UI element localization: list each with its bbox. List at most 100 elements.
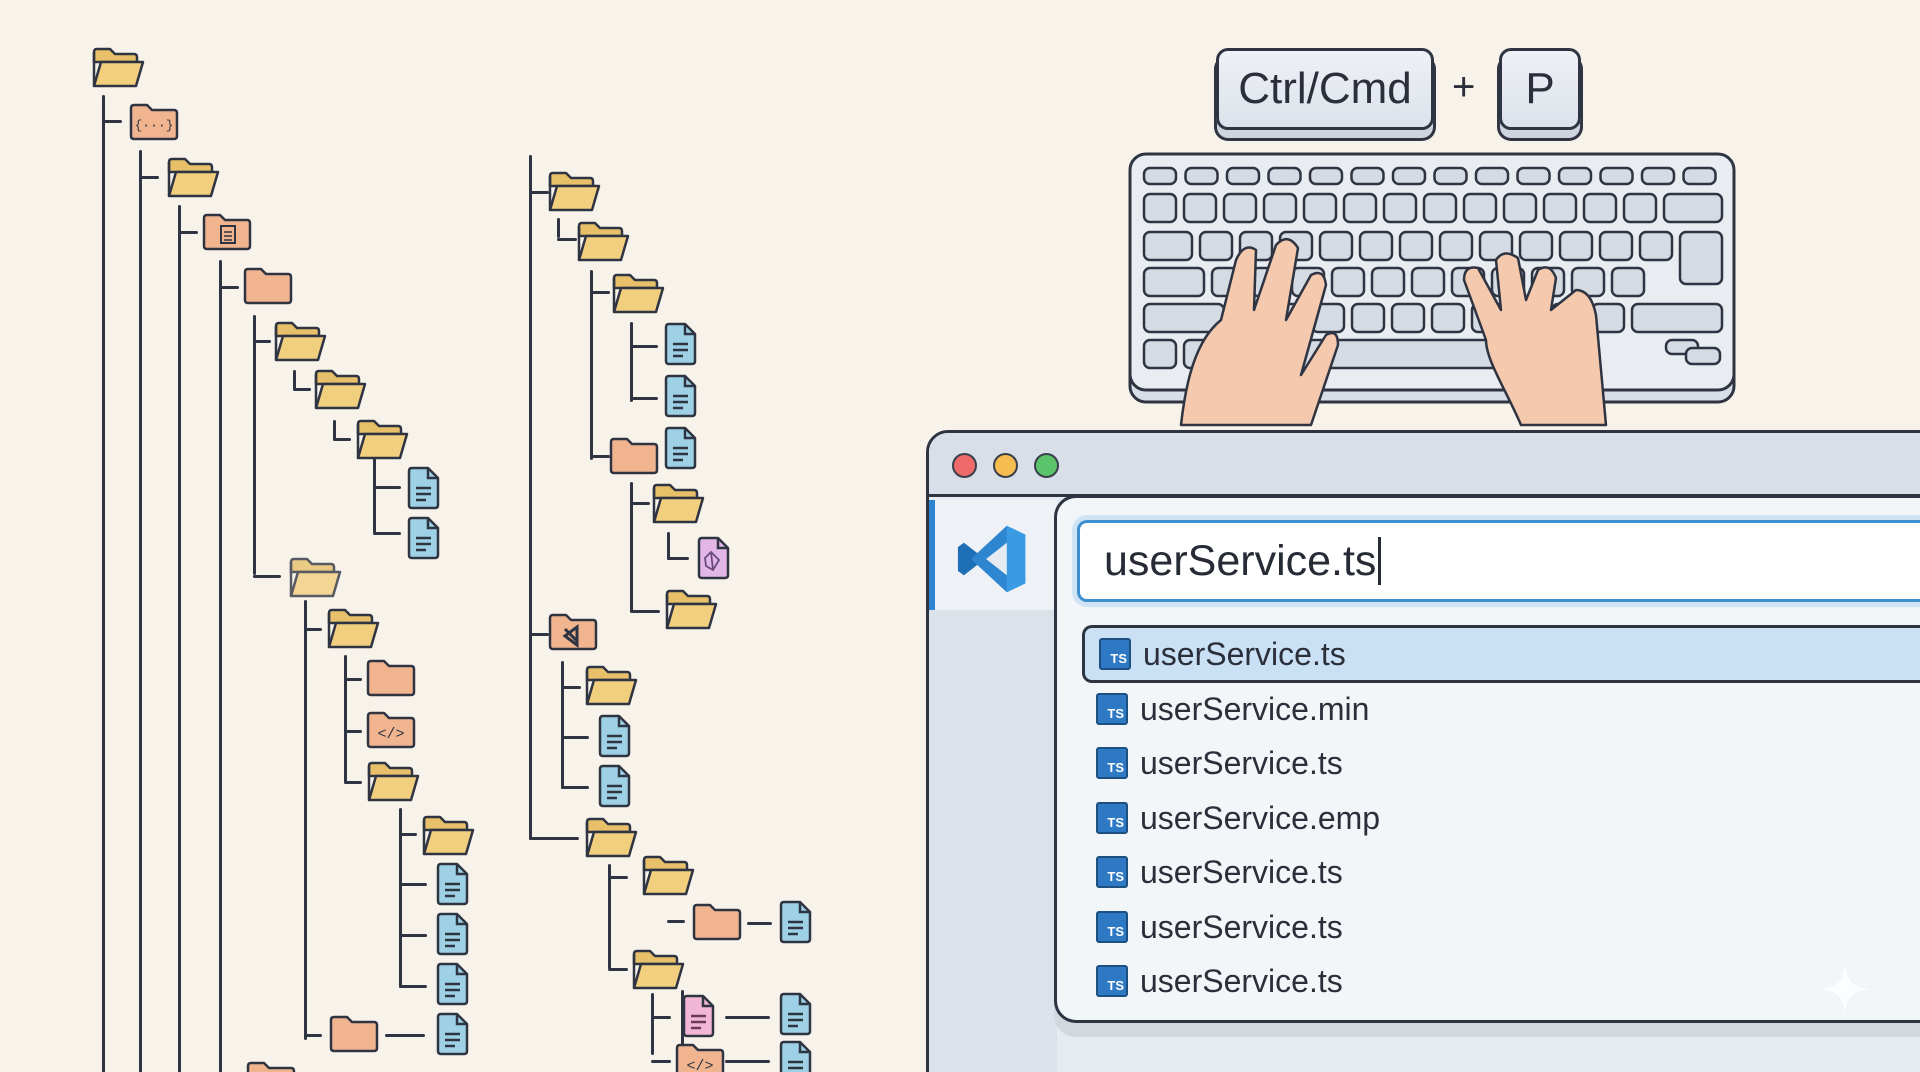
close-button[interactable]	[952, 453, 977, 478]
keyboard-key	[1516, 166, 1551, 186]
file-image-icon[interactable]	[695, 536, 731, 580]
file-icon[interactable]	[777, 1040, 813, 1072]
keyboard-key	[1599, 166, 1634, 186]
folder-open-icon[interactable]	[287, 556, 343, 600]
keyboard-key	[1430, 302, 1466, 334]
keyboard-key	[1370, 266, 1406, 298]
vscode-logo-icon[interactable]	[955, 522, 1029, 596]
file-icon[interactable]	[434, 912, 470, 956]
keyboard-key	[1198, 230, 1234, 262]
keyboard-key	[1630, 302, 1724, 334]
keyboard-key	[1410, 266, 1446, 298]
folder-open-icon[interactable]	[325, 607, 381, 651]
folder-open-icon[interactable]	[650, 482, 706, 526]
svg-text:</>: </>	[377, 726, 404, 743]
plus-sign: +	[1452, 65, 1476, 109]
folder-document-icon[interactable]	[201, 212, 253, 252]
file-icon[interactable]	[662, 374, 698, 418]
folder-open-icon[interactable]	[272, 320, 328, 364]
folder-icon[interactable]	[608, 436, 660, 476]
svg-text:</>: </>	[686, 1058, 713, 1072]
keyboard-key	[1267, 166, 1302, 186]
keyboard-key	[1662, 192, 1724, 224]
folder-braces-icon[interactable]: {···}	[128, 102, 180, 142]
file-pink-icon[interactable]	[680, 994, 716, 1038]
keyboard-key	[1582, 192, 1618, 224]
keyboard-key	[1350, 166, 1385, 186]
file-icon[interactable]	[596, 764, 632, 808]
folder-open-icon[interactable]	[583, 664, 639, 708]
folder-code-icon[interactable]: </>	[674, 1042, 726, 1072]
folder-open-icon[interactable]	[663, 588, 719, 632]
keyboard-key	[1142, 192, 1178, 224]
folder-open-icon[interactable]	[165, 156, 221, 200]
file-icon[interactable]	[662, 322, 698, 366]
keyboard-key	[1390, 302, 1426, 334]
file-icon[interactable]	[662, 426, 698, 470]
folder-icon[interactable]	[691, 902, 743, 942]
file-icon[interactable]	[405, 466, 441, 510]
file-icon[interactable]	[596, 714, 632, 758]
result-label: userService.ts	[1140, 962, 1343, 999]
folder-open-icon[interactable]	[575, 220, 631, 264]
typescript-file-icon: TS	[1096, 747, 1128, 779]
keyboard-key	[1350, 302, 1386, 334]
folder-open-icon[interactable]	[640, 854, 696, 898]
p-key: P	[1499, 48, 1581, 130]
keyboard-key	[1142, 166, 1178, 186]
search-input-value: userService.ts	[1104, 536, 1377, 585]
keyboard-key	[1684, 346, 1722, 366]
folder-open-icon[interactable]	[583, 816, 639, 860]
keyboard-key	[1558, 230, 1594, 262]
sparkle-icon	[1820, 964, 1870, 1014]
keyboard-key	[1682, 166, 1717, 186]
folder-open-icon[interactable]	[365, 760, 421, 804]
folder-open-icon[interactable]	[354, 418, 410, 462]
folder-icon[interactable]	[245, 1060, 297, 1072]
result-label: userService.min	[1140, 690, 1370, 727]
minimize-button[interactable]	[993, 453, 1018, 478]
folder-open-icon[interactable]	[630, 948, 686, 992]
keyboard-key	[1598, 230, 1634, 262]
result-label: userService.emp	[1140, 799, 1381, 836]
file-icon[interactable]	[777, 992, 813, 1036]
keyboard-key	[1318, 230, 1354, 262]
keyboard-key	[1518, 230, 1554, 262]
title-bar	[929, 433, 1920, 497]
folder-code-icon[interactable]: </>	[365, 710, 417, 750]
folder-icon[interactable]	[365, 658, 417, 698]
typescript-file-icon: TS	[1096, 856, 1128, 888]
result-row[interactable]: TS userService.emp	[1082, 789, 1920, 847]
file-icon[interactable]	[434, 962, 470, 1006]
keyboard-key	[1542, 192, 1578, 224]
folder-open-icon[interactable]	[546, 170, 602, 214]
keyboard-key	[1422, 192, 1458, 224]
typescript-file-icon: TS	[1096, 802, 1128, 834]
file-icon[interactable]	[777, 900, 813, 944]
folder-icon[interactable]	[242, 266, 294, 306]
quick-open-search-input[interactable]: userService.ts	[1077, 520, 1920, 602]
result-label: userService.ts	[1143, 635, 1346, 672]
folder-icon[interactable]	[328, 1014, 380, 1054]
folder-open-icon[interactable]	[312, 368, 368, 412]
file-icon[interactable]	[434, 1012, 470, 1056]
keyboard-key	[1640, 166, 1676, 186]
keyboard-key	[1184, 166, 1219, 186]
keyboard-key	[1398, 230, 1434, 262]
keyboard-key	[1142, 338, 1178, 370]
folder-open-icon[interactable]	[90, 46, 146, 90]
maximize-button[interactable]	[1034, 453, 1059, 478]
keyboard-key	[1262, 192, 1298, 224]
folder-vscode-icon[interactable]	[547, 612, 599, 652]
keyboard-key	[1358, 230, 1394, 262]
file-icon[interactable]	[405, 516, 441, 560]
folder-open-icon[interactable]	[420, 814, 476, 858]
folder-open-icon[interactable]	[610, 272, 666, 316]
file-icon[interactable]	[434, 862, 470, 906]
